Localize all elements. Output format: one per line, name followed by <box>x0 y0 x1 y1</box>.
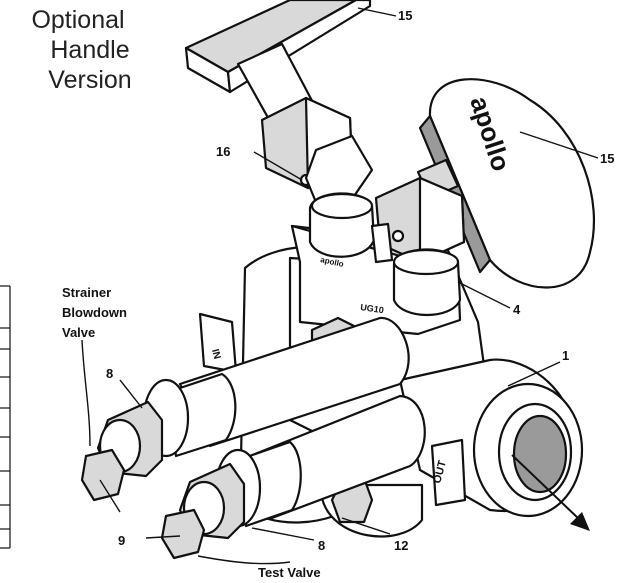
callout-bonnet: 16 <box>216 144 230 159</box>
port-out-marking: OUT <box>431 459 449 485</box>
callout-labels: 15 15 16 4 1 8 8 9 12 <box>106 8 614 553</box>
leader-lines <box>81 7 599 565</box>
callout-bottom-plug: 12 <box>394 538 408 553</box>
valve-labels: Strainer Blowdown Valve Test Valve <box>62 285 321 580</box>
port-in-marking: IN <box>209 348 222 361</box>
partial-table-edge <box>0 285 11 549</box>
test-valve-label: Test Valve <box>258 565 321 580</box>
strainer-label-line-1: Strainer <box>62 285 111 300</box>
title-line-1: Optional <box>31 6 124 34</box>
callout-lower-cap-nut: 8 <box>318 538 325 553</box>
callout-handle-right: 15 <box>600 151 614 166</box>
title-line-2: Handle <box>50 36 129 64</box>
strainer-label-line-2: Blowdown <box>62 305 127 320</box>
right-stem-handle: apollo <box>374 78 595 317</box>
callout-body: 1 <box>562 348 569 363</box>
callout-plug: 9 <box>118 533 125 548</box>
test-valve-arm <box>160 394 426 560</box>
callout-seat-nut: 4 <box>513 302 521 317</box>
title-line-3: Version <box>48 66 131 94</box>
strainer-label-line-3: Valve <box>62 325 95 340</box>
left-stem-handle <box>184 0 376 258</box>
svg-text:UG10: UG10 <box>360 302 385 315</box>
callout-handle-top: 15 <box>398 8 412 23</box>
callout-upper-cap-nut: 8 <box>106 366 113 381</box>
center-stem <box>370 222 394 264</box>
strainer-blowdown-arm <box>80 316 410 502</box>
title-optional-handle-version: Optional Handle Version <box>31 6 131 94</box>
